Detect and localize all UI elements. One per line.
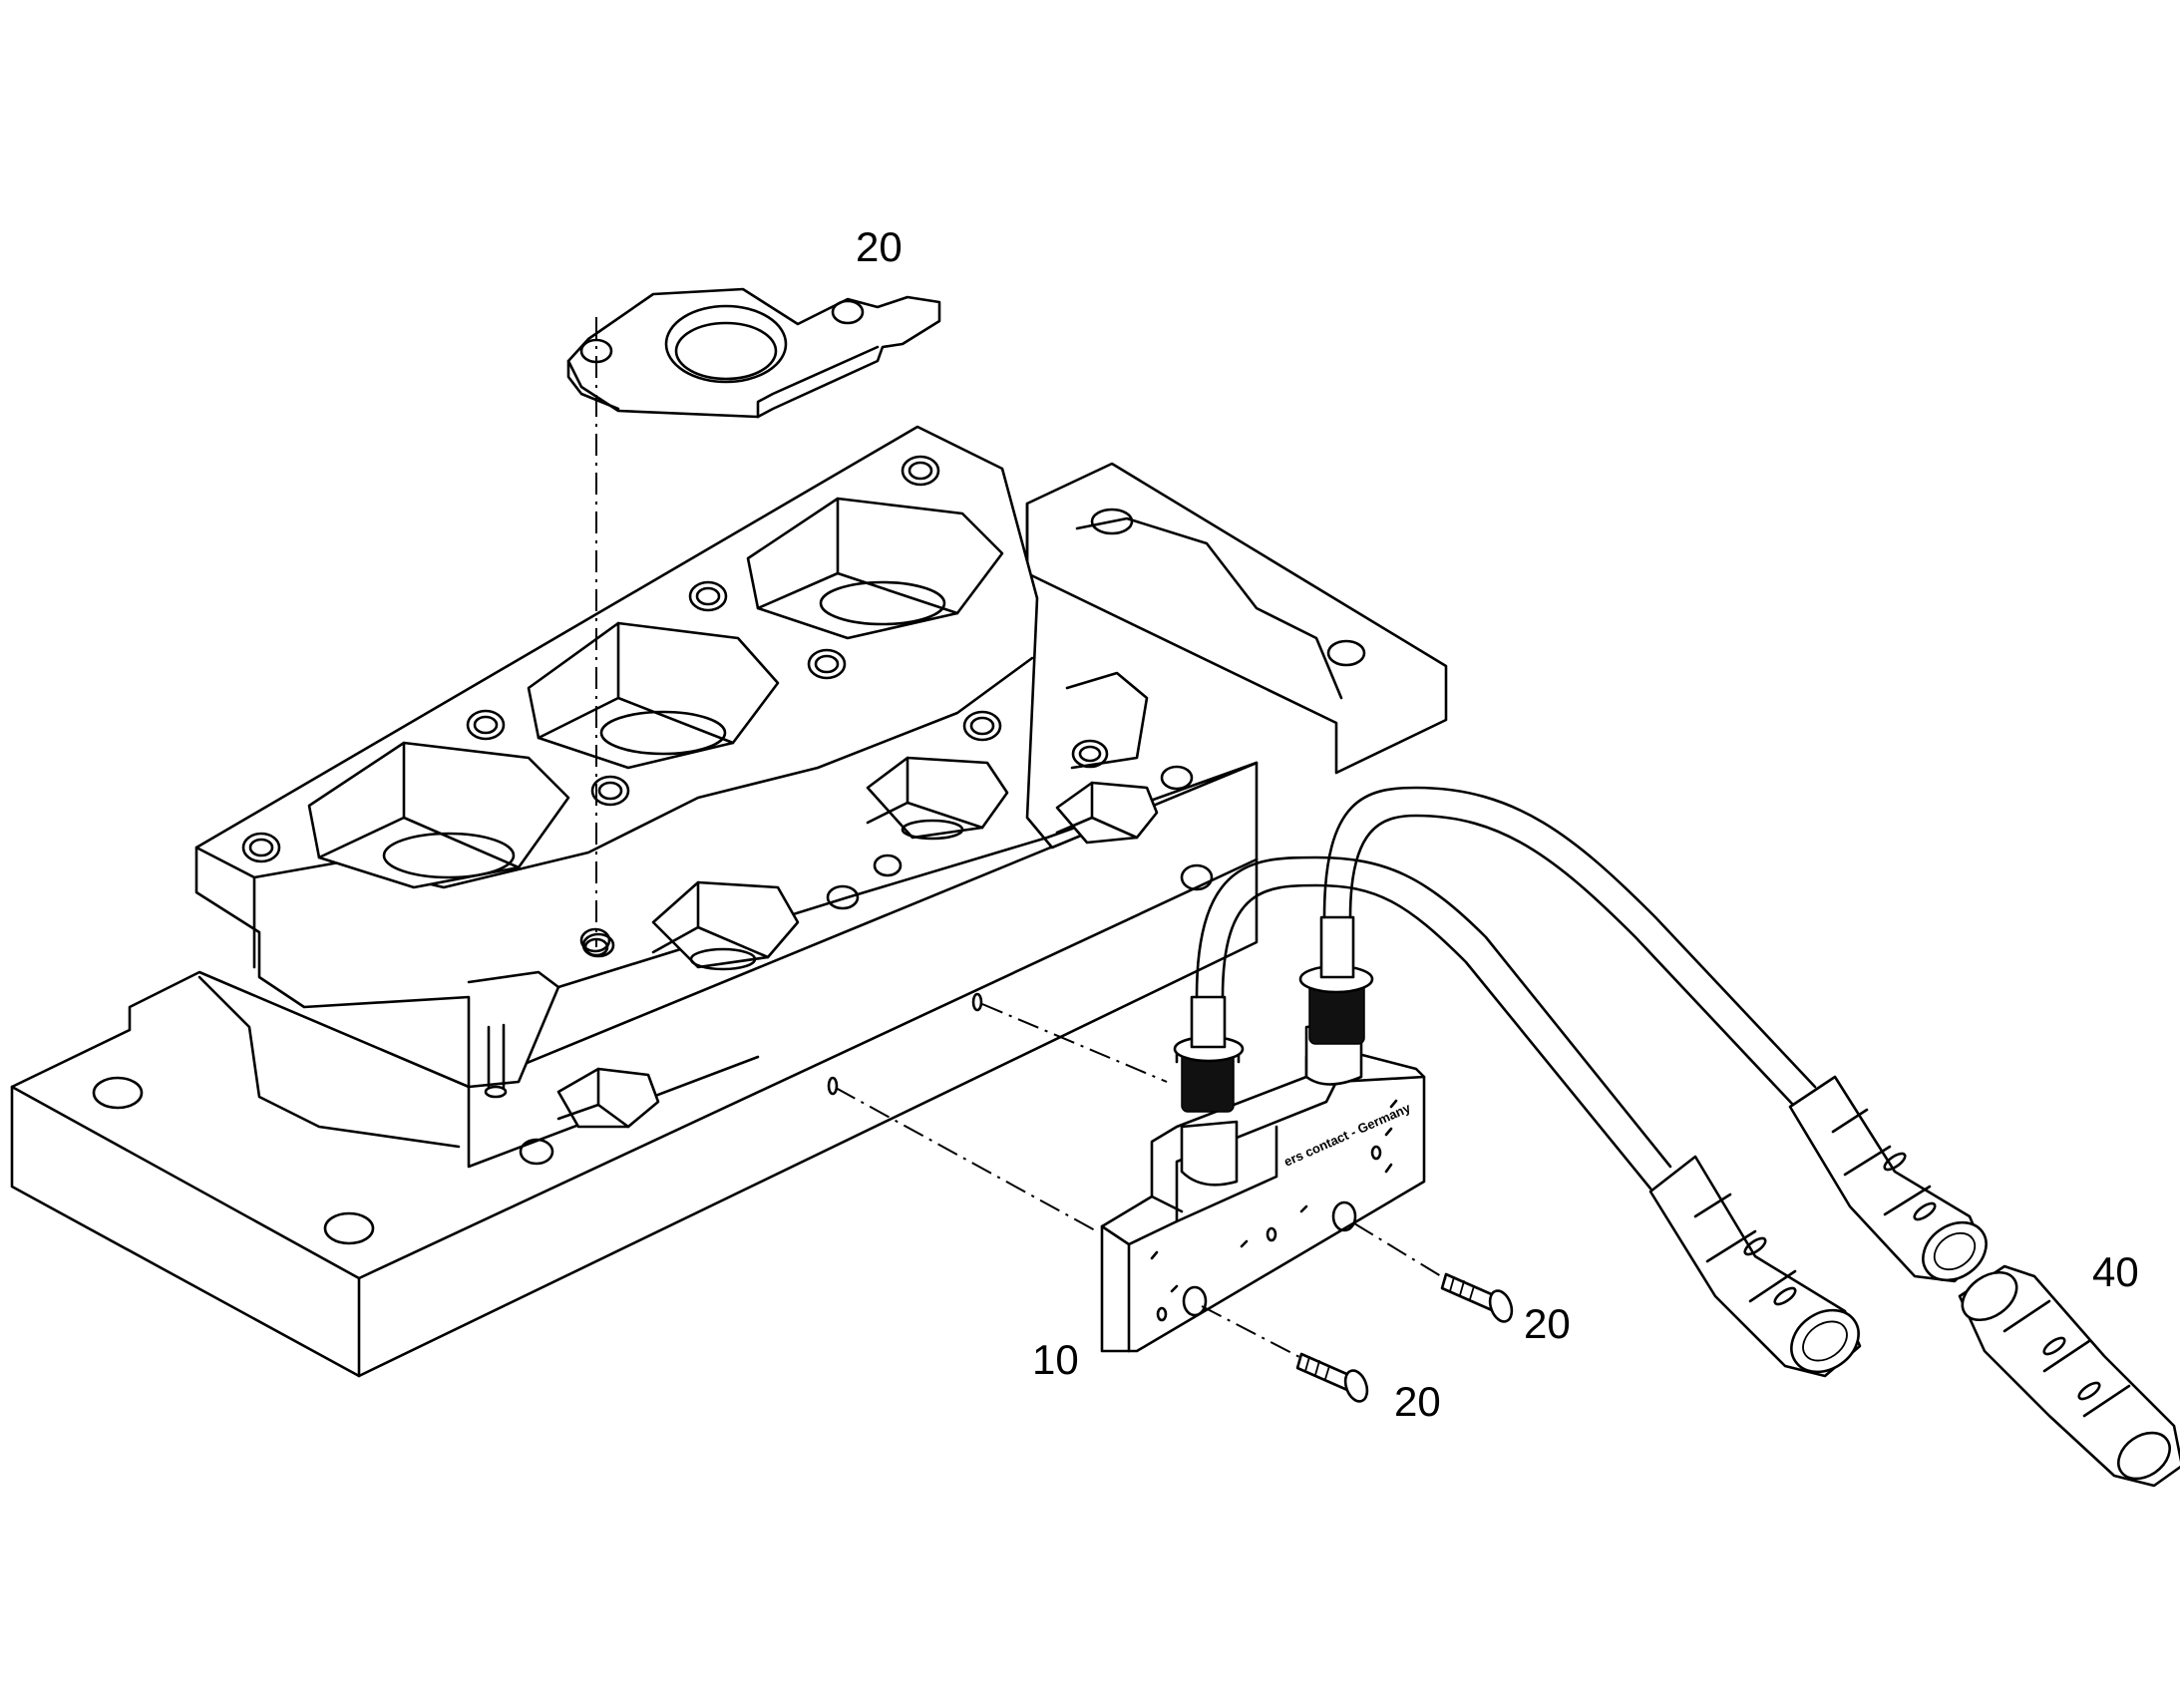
callout-screw-lower: 20 [1394, 1378, 1441, 1425]
screw-right [1440, 1272, 1514, 1323]
manifold-block [10, 425, 1448, 1378]
callout-connector-plug: 40 [2092, 1248, 2139, 1295]
screw-lower [1295, 1352, 1369, 1403]
cable-connector-lower [1648, 1155, 1862, 1378]
connector-plate: ers contact - Germany [1100, 1045, 1426, 1353]
manifold-holes [92, 455, 1366, 1245]
fitting-left [1173, 995, 1245, 1187]
cables [1195, 786, 1817, 1191]
cable-connector-upper [1788, 1075, 1988, 1283]
assembly-lines [835, 1003, 1447, 1359]
callout-gasket: 20 [856, 223, 903, 270]
callout-screw-right: 20 [1524, 1300, 1571, 1347]
fitting-right [1298, 915, 1374, 1086]
callout-plate: 10 [1032, 1336, 1079, 1383]
gasket [566, 287, 941, 419]
connector-plug [1958, 1264, 2180, 1488]
